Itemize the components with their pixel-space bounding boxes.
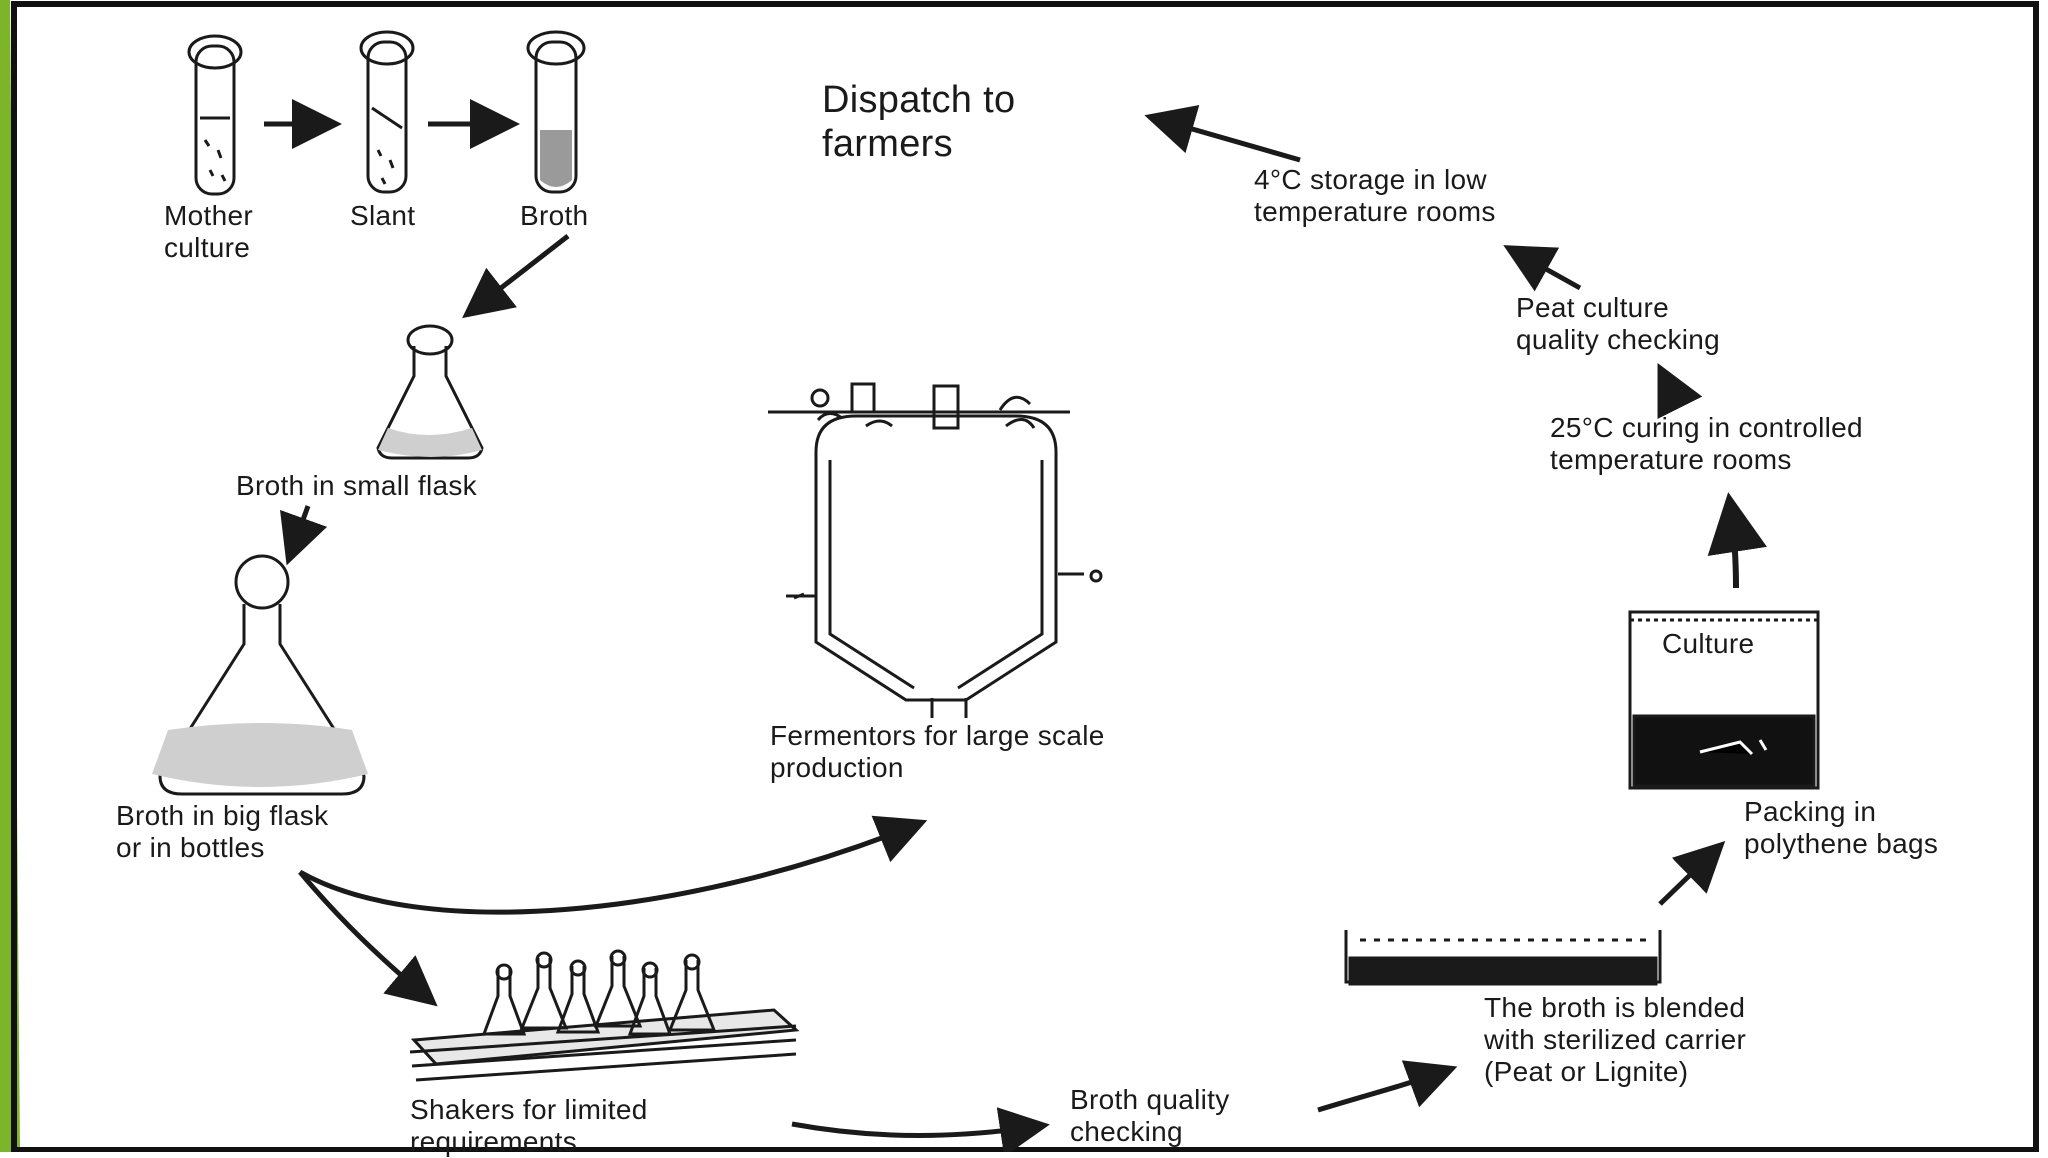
arrow-small-to-big-flask bbox=[280, 505, 328, 566]
arrow-shakers-to-quality bbox=[791, 1107, 1050, 1152]
label-shakers: Shakers for limited requirements bbox=[410, 1094, 648, 1157]
label-broth-small-flask: Broth in small flask bbox=[236, 470, 477, 501]
mother-culture-tube-icon bbox=[187, 34, 243, 196]
label-broth-quality: Broth quality checking bbox=[1070, 1084, 1230, 1147]
label-mother-culture: Mother culture bbox=[164, 200, 253, 263]
blending-tray-icon bbox=[1344, 930, 1662, 986]
slant-tube-icon bbox=[359, 30, 415, 194]
label-fermentors: Fermentors for large scale production bbox=[770, 720, 1105, 783]
label-curing: 25°C curing in controlled temperature ro… bbox=[1550, 412, 1863, 475]
label-storage: 4°C storage in low temperature rooms bbox=[1254, 164, 1496, 227]
arrow-storage-to-dispatch bbox=[1144, 105, 1301, 163]
big-flask-icon bbox=[152, 554, 368, 796]
arrow-broth-to-small-flask bbox=[462, 234, 570, 319]
label-peat-quality: Peat culture quality checking bbox=[1516, 292, 1721, 355]
label-packing: Packing in polythene bags bbox=[1744, 796, 1939, 859]
broth-tube-icon bbox=[526, 30, 586, 194]
shaker-icon bbox=[409, 949, 800, 1082]
diagram-frame bbox=[11, 1, 2039, 1152]
culture-bag-icon bbox=[1628, 610, 1820, 790]
label-broth-blended: The broth is blended with sterilized car… bbox=[1484, 992, 1747, 1087]
label-culture-bag: Culture bbox=[1662, 628, 1755, 659]
fermentor-icon bbox=[768, 382, 1103, 718]
label-broth-big-flask: Broth in big flask or in bottles bbox=[116, 800, 329, 863]
arrow-packing-to-curing bbox=[1707, 492, 1767, 589]
arrow-big-flask-to-fermentor bbox=[298, 815, 928, 915]
arrow-big-flask-to-shakers bbox=[298, 870, 438, 1007]
label-slant: Slant bbox=[350, 200, 416, 231]
label-dispatch: Dispatch to farmers bbox=[822, 79, 1016, 165]
arrow-quality-to-blend bbox=[1317, 1060, 1458, 1113]
arrow-curing-to-peat-quality bbox=[1657, 363, 1703, 419]
label-broth: Broth bbox=[520, 200, 589, 231]
small-flask-icon bbox=[376, 324, 484, 460]
arrow-blend-to-packing bbox=[1658, 841, 1726, 906]
arrow-peat-quality-to-storage bbox=[1503, 245, 1582, 292]
